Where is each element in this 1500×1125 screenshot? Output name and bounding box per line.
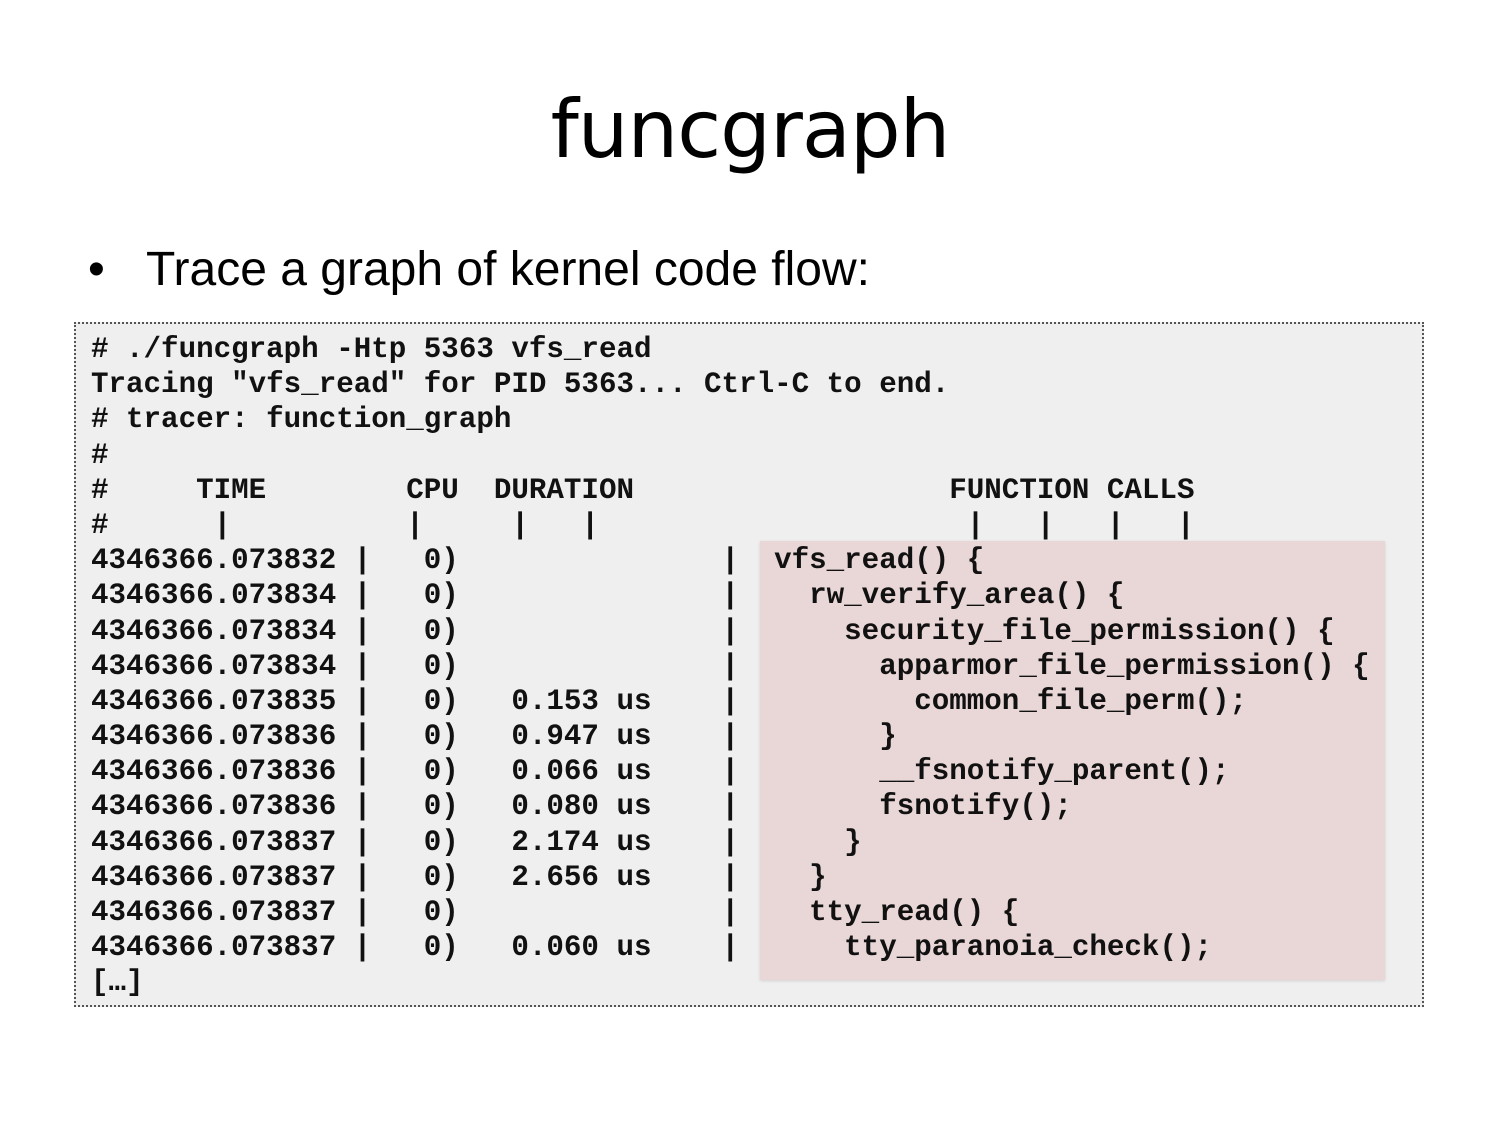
trace-time: 4346366.073836 <box>91 790 337 824</box>
trace-time: 4346366.073836 <box>91 720 337 754</box>
bullet-text: Trace a graph of kernel code flow: <box>146 243 870 296</box>
trace-duration: 0.947 us <box>511 720 652 754</box>
trace-duration: 2.656 us <box>511 860 652 894</box>
column-separator-line: # | | | | | | | | <box>91 508 1195 542</box>
trace-row: 4346366.073836 | 0) 0.947 us | } <box>91 720 897 754</box>
status-line: Tracing "vfs_read" for PID 5363... Ctrl-… <box>91 368 950 402</box>
trace-row: 4346366.073837 | 0) | tty_read() { <box>91 896 1020 929</box>
trace-time: 4346366.073837 <box>91 825 337 859</box>
trace-time: 4346366.073834 <box>91 579 337 613</box>
trace-time: 4346366.073835 <box>91 684 337 718</box>
trace-cpu: 0) <box>423 579 459 613</box>
trace-function-call: common_file_perm(); <box>774 684 1248 718</box>
trace-time: 4346366.073837 <box>91 931 337 965</box>
trace-duration: 0.060 us <box>511 931 652 965</box>
trace-function-call: security_file_permission() { <box>774 614 1335 648</box>
trace-row: 4346366.073834 | 0) | apparmor_file_perm… <box>91 649 1370 683</box>
trace-time: 4346366.073837 <box>91 860 337 894</box>
trace-function-call: vfs_read() { <box>774 544 985 578</box>
trace-cpu: 0) <box>423 684 459 718</box>
function-calls-highlight <box>760 541 1385 980</box>
trace-cpu: 0) <box>423 825 459 859</box>
trace-function-call: } <box>774 825 862 859</box>
command-line: # ./funcgraph -Htp 5363 vfs_read <box>91 333 652 366</box>
trace-row: 4346366.073837 | 0) 2.174 us | } <box>91 825 862 859</box>
trace-time: 4346366.073832 <box>91 544 337 578</box>
trace-function-call: __fsnotify_parent(); <box>774 755 1230 789</box>
trace-function-call: apparmor_file_permission() { <box>774 649 1370 683</box>
trace-duration: 0.153 us <box>511 684 652 718</box>
trace-row: 4346366.073836 | 0) 0.066 us | __fsnotif… <box>91 755 1230 789</box>
trace-cpu: 0) <box>423 755 459 789</box>
trace-row: 4346366.073837 | 0) 0.060 us | tty_paran… <box>91 931 1212 965</box>
trace-row: 4346366.073834 | 0) | security_file_perm… <box>91 614 1335 648</box>
comment-line: # <box>91 438 109 472</box>
column-header-line: # TIME CPU DURATION FUNCTION CALLS <box>91 473 1195 507</box>
trace-time: 4346366.073834 <box>91 649 337 683</box>
trace-function-call: } <box>774 860 827 894</box>
trace-cpu: 0) <box>423 544 459 578</box>
trace-cpu: 0) <box>423 614 459 648</box>
trace-time: 4346366.073836 <box>91 755 337 789</box>
trace-cpu: 0) <box>423 790 459 824</box>
bullet-symbol: • <box>88 243 105 296</box>
ellipsis-line: […] <box>91 966 144 1000</box>
trace-cpu: 0) <box>423 649 459 683</box>
trace-duration: 2.174 us <box>511 825 652 859</box>
trace-row: 4346366.073837 | 0) 2.656 us | } <box>91 860 827 894</box>
trace-function-call: fsnotify(); <box>774 790 1072 824</box>
tracer-line: # tracer: function_graph <box>91 403 512 437</box>
trace-duration: 0.080 us <box>511 790 652 824</box>
trace-row: 4346366.073832 | 0) | vfs_read() { <box>91 544 985 578</box>
trace-function-call: rw_verify_area() { <box>774 579 1125 613</box>
trace-row: 4346366.073834 | 0) | rw_verify_area() { <box>91 579 1125 613</box>
trace-row: 4346366.073836 | 0) 0.080 us | fsnotify(… <box>91 790 1072 824</box>
trace-cpu: 0) <box>423 860 459 894</box>
trace-cpu: 0) <box>423 720 459 754</box>
bullet-item: • Trace a graph of kernel code flow: <box>88 240 870 300</box>
slide-title: funcgraph <box>550 83 951 176</box>
trace-time: 4346366.073834 <box>91 614 337 648</box>
trace-cpu: 0) <box>423 931 459 965</box>
trace-time: 4346366.073837 <box>91 896 337 929</box>
trace-row: 4346366.073835 | 0) 0.153 us | common_fi… <box>91 684 1248 718</box>
trace-rows: 4346366.073832 | 0) | vfs_read() {434636… <box>91 543 1370 965</box>
trace-function-call: tty_paranoia_check(); <box>774 931 1212 965</box>
trace-function-call: tty_read() { <box>774 896 1020 929</box>
trace-cpu: 0) <box>423 896 459 929</box>
trace-function-call: } <box>774 720 897 754</box>
trace-duration: 0.066 us <box>511 755 652 789</box>
